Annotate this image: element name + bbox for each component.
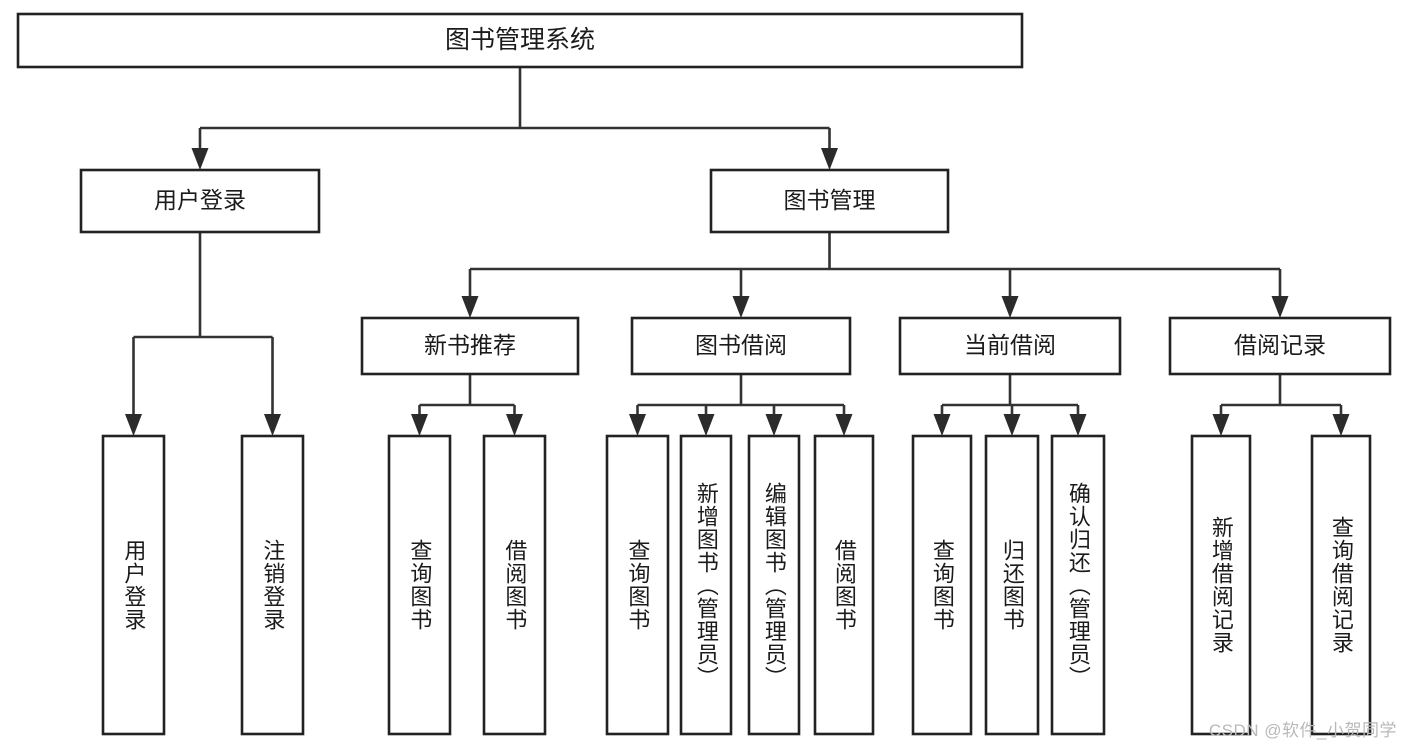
book-borrow-fanout-branch-0-arrowhead [629, 414, 646, 436]
node-box-confirm-return-admin[interactable] [1050, 434, 1106, 736]
borrow-records-fanout-branch-0-arrowhead [1212, 414, 1230, 436]
node-label-user-login: 用户登录 [154, 187, 246, 213]
connector-layer [125, 67, 1350, 436]
book-borrow-fanout-branch-2-arrowhead [765, 414, 783, 436]
node-box-return-book[interactable] [984, 434, 1040, 736]
node-box-edit-book-admin[interactable] [747, 434, 801, 736]
node-box-user-logout-action[interactable] [240, 434, 305, 736]
new-book-recommend-fanout-branch-1-arrowhead [506, 414, 523, 436]
node-box-add-borrow-record[interactable] [1190, 434, 1252, 736]
new-book-recommend-fanout-branch-0-arrowhead [411, 414, 428, 436]
node-box-add-book-admin[interactable] [679, 434, 733, 736]
book-manage-fanout-branch-2-arrowhead [1001, 296, 1019, 318]
node-label-new-book-recommend: 新书推荐 [424, 332, 516, 358]
node-label-current-borrow: 当前借阅 [964, 332, 1056, 358]
node-box-book-borrow[interactable] [630, 316, 852, 376]
current-borrow-fanout-branch-0-arrowhead [933, 414, 951, 436]
current-borrow-fanout-branch-1-arrowhead [1003, 414, 1021, 436]
node-box-user-login[interactable] [79, 168, 321, 234]
node-box-layer [16, 12, 1392, 736]
node-box-borrow-book-2[interactable] [813, 434, 875, 736]
node-box-book-manage[interactable] [709, 168, 950, 234]
node-box-borrow-book-1[interactable] [482, 434, 547, 736]
node-box-query-book-1[interactable] [387, 434, 452, 736]
node-label-book-manage: 图书管理 [784, 187, 876, 213]
node-box-user-login-action[interactable] [101, 434, 166, 736]
book-manage-fanout-branch-3-arrowhead [1271, 296, 1289, 318]
node-box-root[interactable] [16, 12, 1024, 69]
book-borrow-fanout-branch-1-arrowhead [697, 414, 715, 436]
node-box-new-book-recommend[interactable] [360, 316, 580, 376]
node-box-query-book-3[interactable] [911, 434, 973, 736]
node-label-borrow-records: 借阅记录 [1234, 332, 1326, 358]
root-fanout-branch-0-arrowhead [191, 148, 209, 170]
node-box-borrow-records[interactable] [1168, 316, 1392, 376]
node-box-query-book-2[interactable] [605, 434, 670, 736]
book-borrow-fanout-branch-3-arrowhead [835, 414, 853, 436]
node-box-current-borrow[interactable] [898, 316, 1122, 376]
node-box-query-borrow-record[interactable] [1310, 434, 1372, 736]
user-login-fanout-branch-0-arrowhead [125, 414, 142, 436]
csdn-watermark: CSDN @软件_小贺同学 [1208, 721, 1397, 740]
current-borrow-fanout-branch-2-arrowhead [1069, 414, 1087, 436]
user-login-fanout-branch-1-arrowhead [264, 414, 281, 436]
book-manage-fanout-branch-0-arrowhead [461, 296, 479, 318]
node-label-book-borrow: 图书借阅 [695, 332, 787, 358]
node-label-root: 图书管理系统 [445, 26, 595, 54]
root-fanout-branch-1-arrowhead [821, 148, 838, 170]
book-manage-fanout-branch-1-arrowhead [732, 296, 750, 318]
borrow-records-fanout-branch-1-arrowhead [1332, 414, 1350, 436]
